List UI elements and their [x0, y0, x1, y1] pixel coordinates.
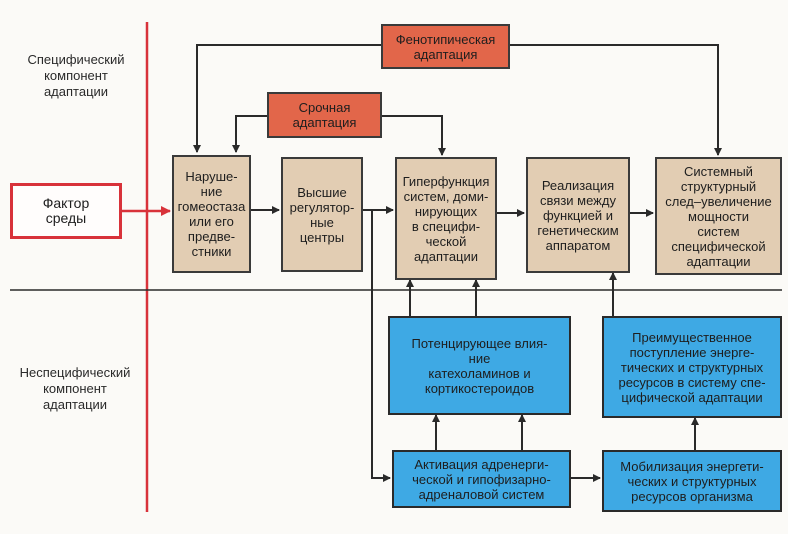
- specific-component-label: Специфический компонент адаптации: [27, 52, 125, 99]
- regul-down-line: [371, 210, 391, 482]
- urgent-left-line: [232, 115, 267, 153]
- phenotypic-left-line: [193, 44, 381, 153]
- resource-mobilization-box: Мобилизация энергети- ческих и структурн…: [602, 450, 782, 512]
- hyperfunction-box: Гиперфункция систем, доми- нирующих в сп…: [395, 157, 497, 280]
- urgent-adaptation-box: Срочная адаптация: [267, 92, 382, 138]
- homeostasis-disruption-box: Наруше- ние гомеостаза или его предве- с…: [172, 155, 251, 273]
- preferential-resources-box: Преимущественное поступление энерге- тич…: [602, 316, 782, 418]
- phenotypic-adaptation-box: Фенотипическая адаптация: [381, 24, 510, 69]
- structural-trace-box: Системный структурный след–увеличение мо…: [655, 157, 782, 275]
- regulatory-centers-box: Высшие регулятор- ные центры: [281, 157, 363, 272]
- potentiating-influence-box: Потенцирующее влия- ние катехоламинов и …: [388, 316, 571, 415]
- phenotypic-right-line: [510, 44, 722, 156]
- genetic-realization-box: Реализация связи между функцией и генети…: [526, 157, 630, 273]
- urgent-right-line: [382, 115, 446, 156]
- adrenergic-activation-box: Активация адренерги- ческой и гипофизарн…: [392, 450, 571, 508]
- environment-factor-box: Фактор среды: [10, 183, 122, 239]
- nonspecific-component-label: Неспецифический компонент адаптации: [19, 365, 131, 412]
